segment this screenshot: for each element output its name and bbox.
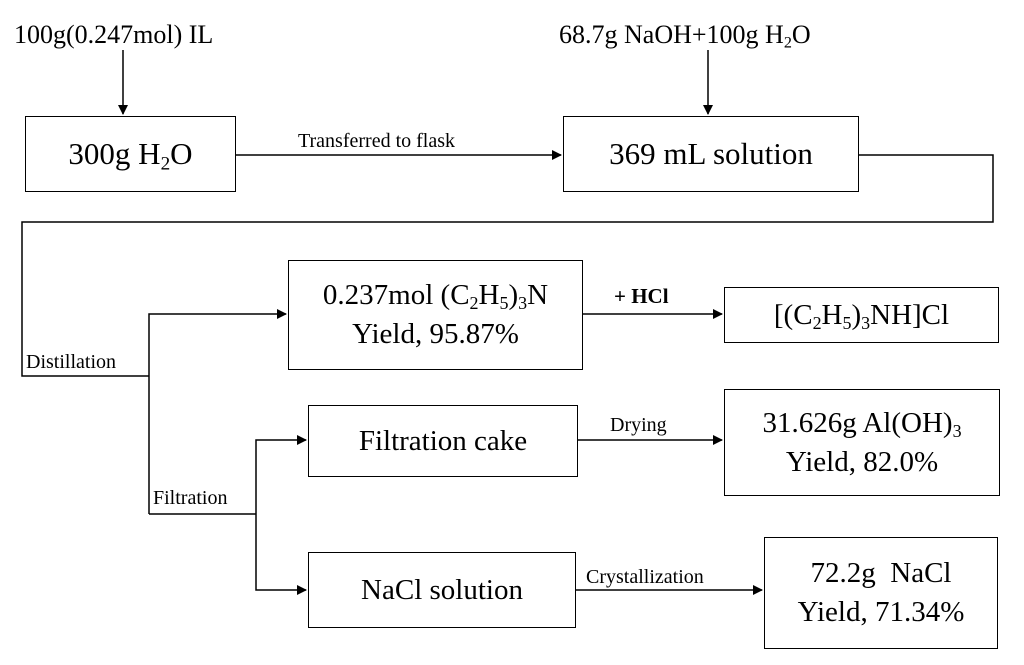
box-water: 300g H2O	[25, 116, 236, 192]
box-hydroxide: 31.626g Al(OH)3 Yield, 82.0%	[724, 389, 1000, 496]
label-drying: Drying	[610, 414, 667, 436]
label-hcl: + HCl	[614, 284, 669, 308]
box-nacl: 72.2g NaCl Yield, 71.34%	[764, 537, 998, 649]
label-distillation: Distillation	[26, 351, 116, 373]
label-transfer: Transferred to flask	[298, 130, 456, 152]
input-il-label: 100g(0.247mol) IL	[14, 20, 214, 49]
label-filtration: Filtration	[153, 487, 228, 509]
connector-solution-to-distillation	[21, 154, 994, 377]
box-solution: 369 mL solution	[563, 116, 859, 192]
label-crystallization: Crystallization	[586, 566, 704, 588]
box-filtration-cake: Filtration cake	[308, 405, 578, 477]
box-nacl-solution: NaCl solution	[308, 552, 576, 628]
box-salt: [(C2H5)3NH]Cl	[724, 287, 999, 343]
box-amine: 0.237mol (C2H5)3N Yield, 95.87%	[288, 260, 583, 370]
arrow-filtration-to-cake	[255, 435, 307, 514]
arrow-distillation-to-amine	[148, 309, 287, 376]
input-naoh-label: 68.7g NaOH+100g H2O	[559, 20, 811, 52]
arrow-filtration-to-nacl-solution	[255, 514, 307, 595]
